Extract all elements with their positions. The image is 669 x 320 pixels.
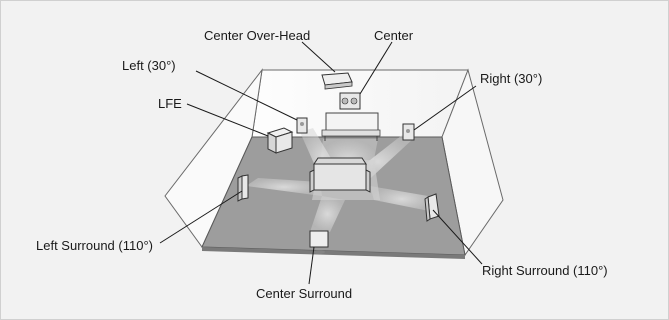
lfe-subwoofer xyxy=(266,127,294,154)
label-right-surround: Right Surround (110°) xyxy=(482,263,608,278)
right-surround-speaker xyxy=(424,193,440,222)
sofa xyxy=(309,157,371,193)
left-speaker xyxy=(296,117,308,134)
label-center: Center xyxy=(374,28,414,43)
label-center-overhead: Center Over-Head xyxy=(204,28,310,43)
floor-edge xyxy=(202,247,465,259)
center-surround-speaker xyxy=(309,230,329,254)
center-overhead-speaker xyxy=(321,72,353,90)
left-surround-speaker xyxy=(237,174,249,202)
center-speaker xyxy=(339,92,361,110)
leader-lines xyxy=(159,41,483,285)
right-speaker xyxy=(402,123,415,141)
screen xyxy=(321,112,381,141)
label-left-surround: Left Surround (110°) xyxy=(36,238,153,253)
label-left: Left (30°) xyxy=(122,58,176,73)
label-lfe: LFE xyxy=(158,96,182,111)
label-right: Right (30°) xyxy=(480,71,542,86)
label-center-surround: Center Surround xyxy=(256,286,352,301)
